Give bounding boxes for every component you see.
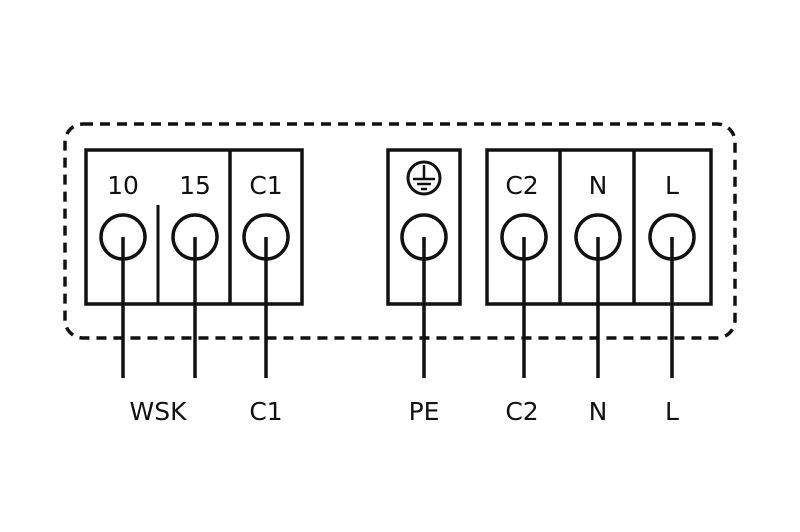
wire-label-c1: C1: [249, 397, 282, 426]
terminal-10: 10: [99, 171, 147, 261]
terminal-15-label: 15: [179, 171, 211, 200]
wires: [121, 237, 674, 378]
wire-labels: WSK C1 PE C2 N L: [130, 397, 680, 426]
wire-label-wsk: WSK: [130, 397, 188, 426]
wire-label-l: L: [665, 397, 679, 426]
terminal-c1: C1: [242, 171, 290, 261]
enclosure-outline: [63, 122, 737, 340]
terminal-10-label: 10: [107, 171, 139, 200]
wire-label-n: N: [589, 397, 608, 426]
terminal-n-label: N: [589, 171, 608, 200]
terminal-c2-label: C2: [505, 171, 538, 200]
earth-ground-icon: [406, 160, 442, 196]
terminal-c1-label: C1: [249, 171, 282, 200]
terminal-l-label: L: [665, 171, 679, 200]
wire-label-c2: C2: [505, 397, 538, 426]
wire-label-pe: PE: [409, 397, 440, 426]
